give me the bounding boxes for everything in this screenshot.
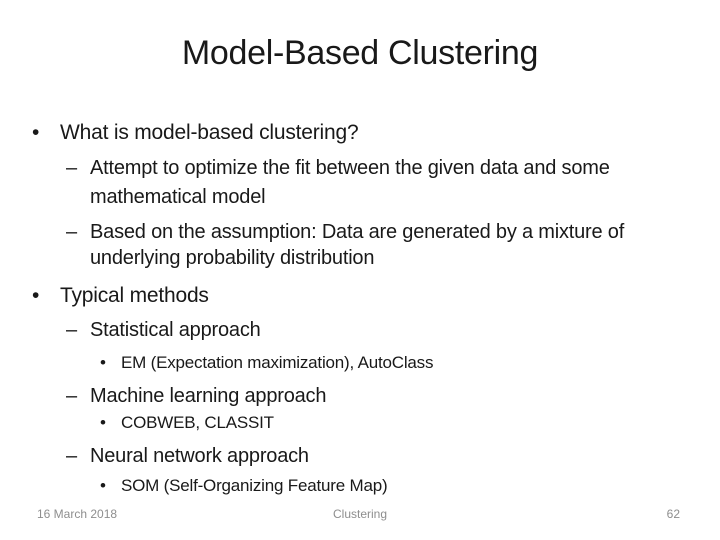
footer-title: Clustering [332, 507, 388, 521]
bullet-icon: • [32, 121, 40, 144]
slide-title: Model-Based Clustering [181, 34, 539, 72]
bullet-text: Machine learning approach [90, 385, 327, 407]
bullet-icon: • [32, 284, 40, 307]
bullet-text: What is model-based clustering? [60, 121, 359, 144]
dash-icon: – [66, 385, 78, 407]
dash-icon: – [66, 445, 78, 467]
bullet-text: Neural network approach [90, 445, 309, 467]
dash-icon: – [66, 221, 78, 243]
bullet-text: mathematical model [90, 186, 266, 208]
bullet-icon: • [100, 413, 106, 432]
bullet-text: underlying probability distribution [90, 247, 375, 269]
bullet-text: Based on the assumption: Data are genera… [90, 221, 625, 243]
bullet-text: Statistical approach [90, 319, 261, 341]
footer-date: 16 March 2018 [37, 507, 118, 521]
bullet-text: EM (Expectation maximization), AutoClass [121, 353, 434, 372]
dash-icon: – [66, 157, 78, 179]
bullet-text: COBWEB, CLASSIT [121, 413, 274, 432]
bullet-text: SOM (Self-Organizing Feature Map) [121, 476, 388, 495]
bullet-icon: • [100, 476, 106, 495]
bullet-icon: • [100, 353, 106, 372]
bullet-text: Typical methods [60, 284, 209, 307]
bullet-text: Attempt to optimize the fit between the … [90, 157, 610, 179]
dash-icon: – [66, 319, 78, 341]
slide-number: 62 [666, 507, 680, 521]
